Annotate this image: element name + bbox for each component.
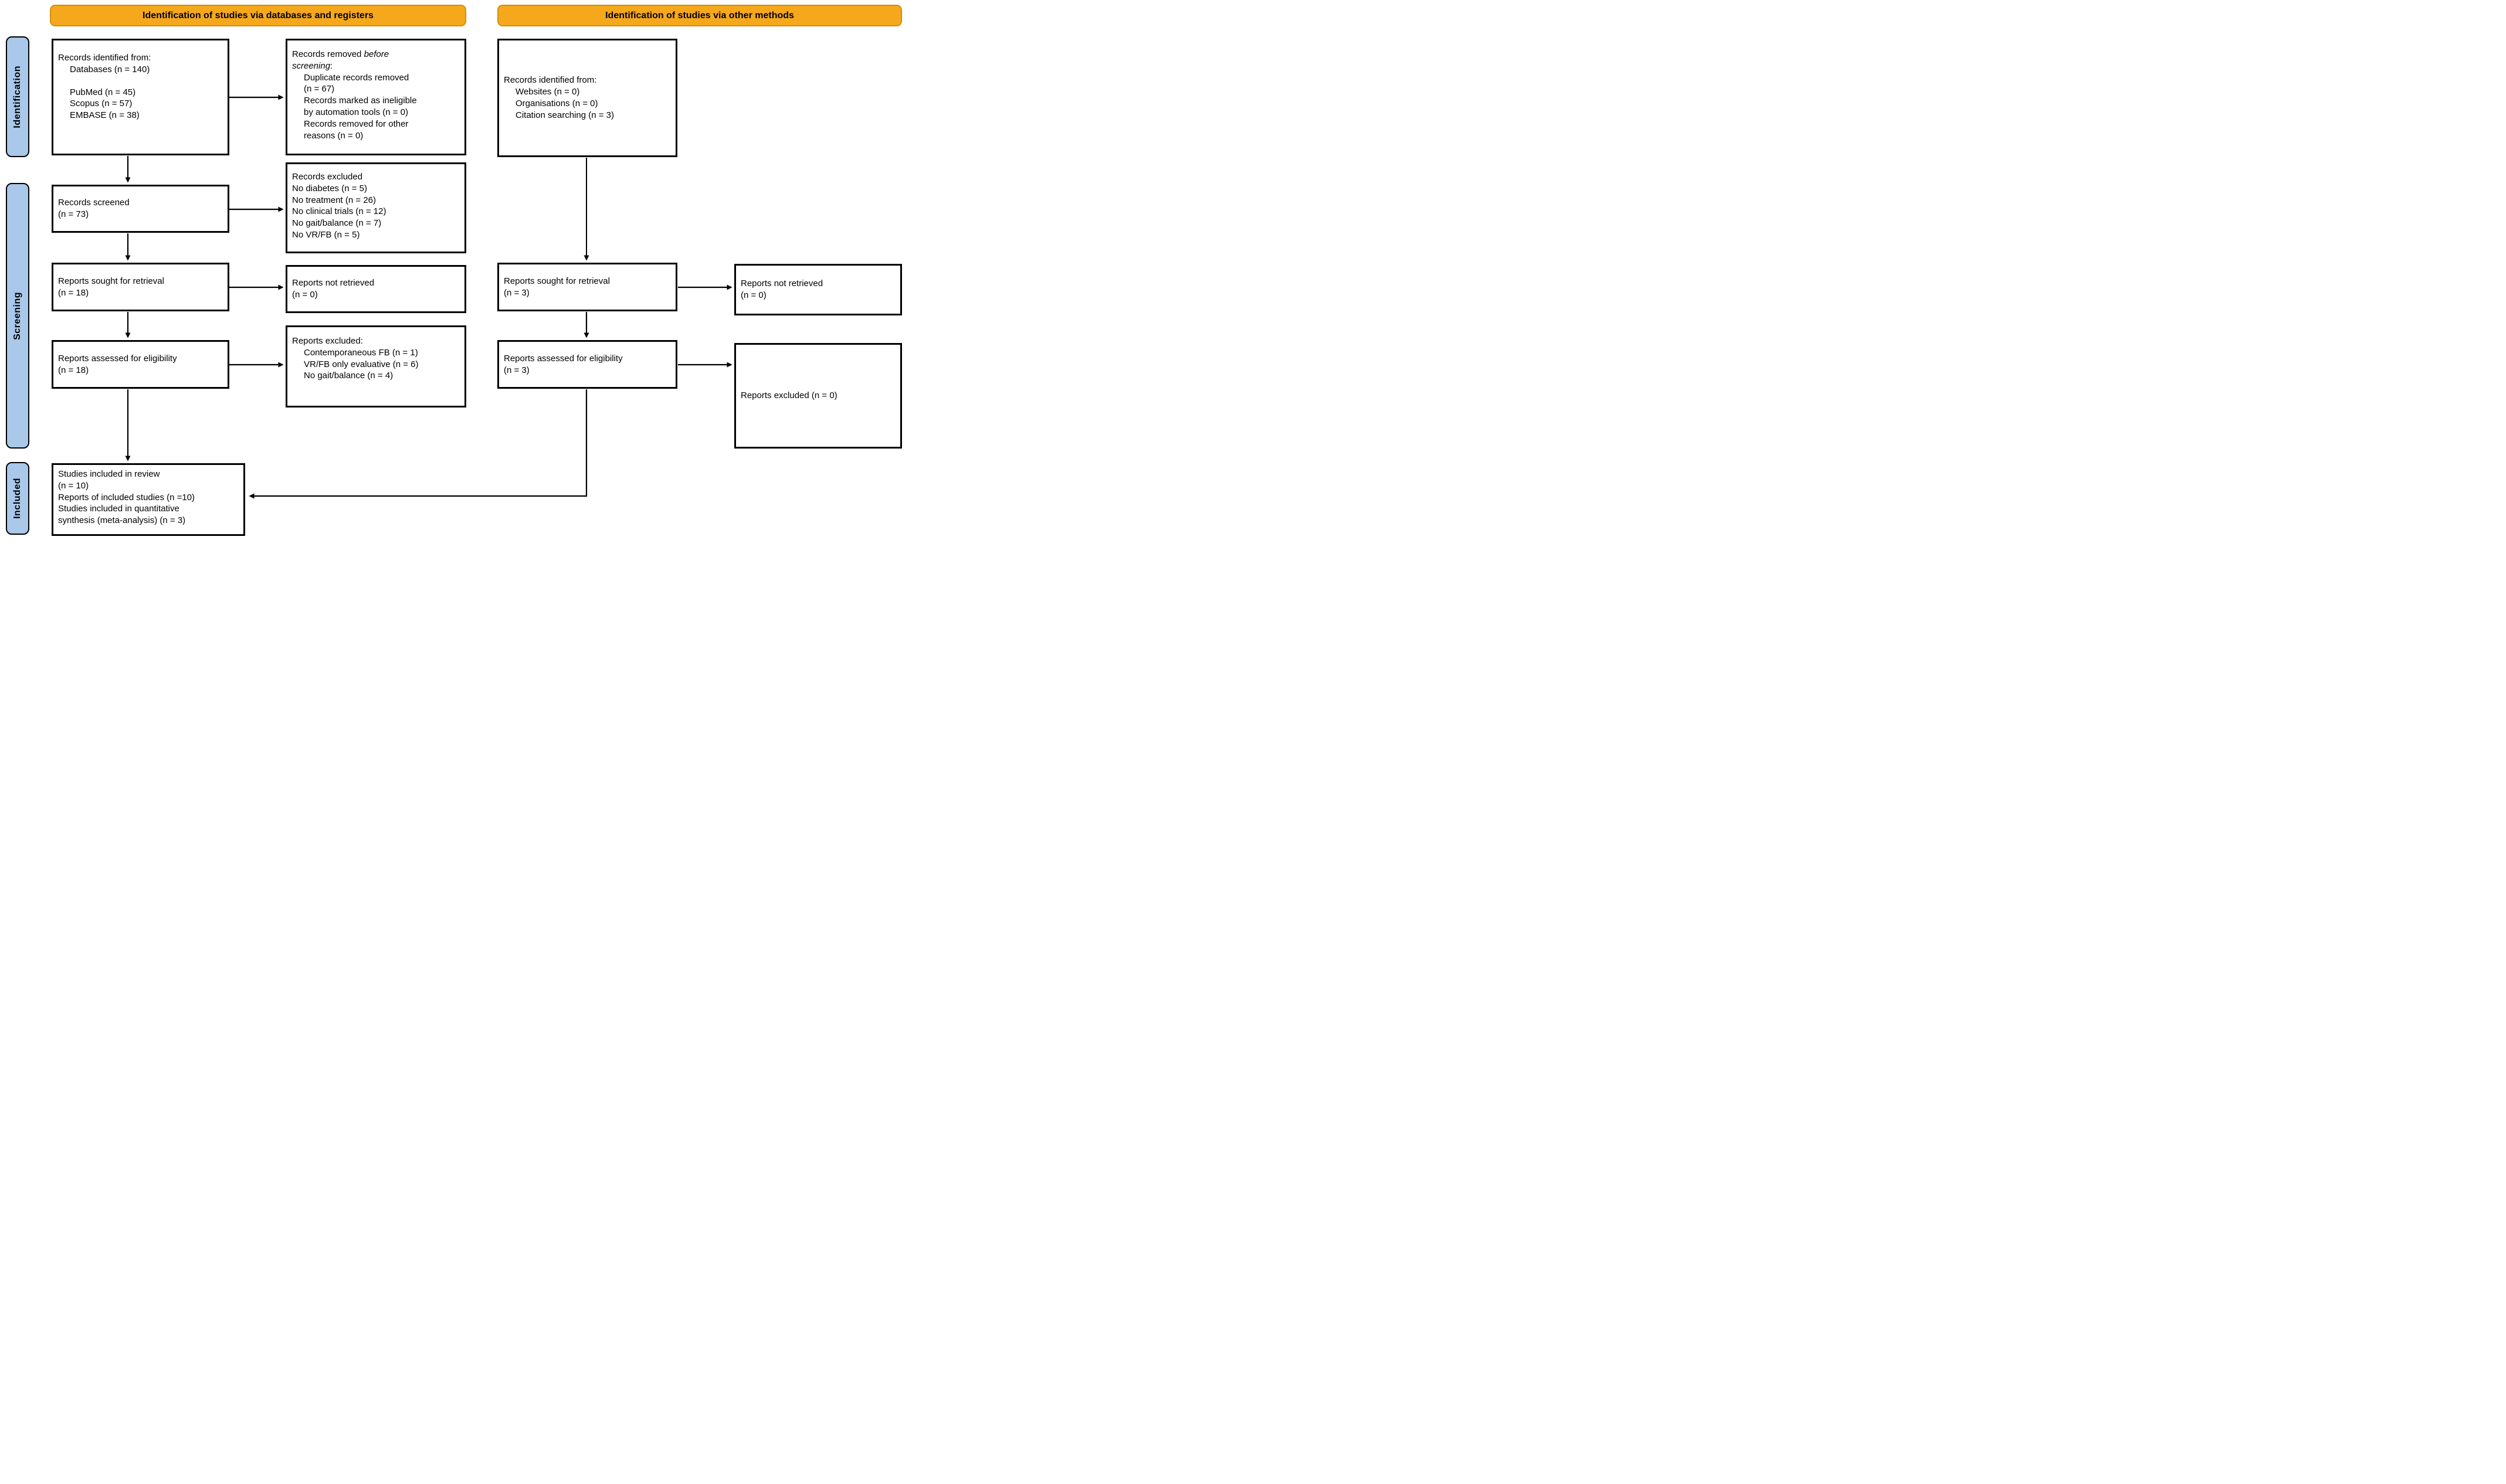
box-reports-not-retrieved-other: Reports not retrieved (n = 0) <box>734 264 902 315</box>
records-removed-title-prefix: Records removed <box>292 49 364 59</box>
reports-sought-line2: (n = 18) <box>58 287 89 298</box>
box-reports-excluded-other: Reports excluded (n = 0) <box>734 343 902 449</box>
records-excluded-line: No VR/FB (n = 5) <box>292 229 360 240</box>
reports-not-retrieved-other-line1: Reports not retrieved <box>741 279 823 289</box>
box-records-excluded: Records excluded No diabetes (n = 5) No … <box>286 162 466 253</box>
box-reports-assessed-other: Reports assessed for eligibility (n = 3) <box>497 340 677 389</box>
records-removed-item: Records removed for other <box>304 118 409 129</box>
sidebar-identification: Identification <box>6 36 29 157</box>
records-removed-item: Duplicate records removed <box>304 72 409 83</box>
records-removed-item: by automation tools (n = 0) <box>304 107 409 117</box>
reports-not-retrieved-other-line2: (n = 0) <box>741 290 767 300</box>
box-reports-excluded-databases: Reports excluded: Contemporaneous FB (n … <box>286 325 466 407</box>
records-excluded-line: Records excluded <box>292 172 363 182</box>
studies-included-line: Reports of included studies (n =10) <box>58 492 195 502</box>
box-records-screened: Records screened (n = 73) <box>52 185 229 233</box>
records-identified-title: Records identified from: <box>58 53 151 63</box>
studies-included-line: (n = 10) <box>58 480 89 491</box>
records-identified-item: Scopus (n = 57) <box>70 99 133 109</box>
records-removed-item: reasons (n = 0) <box>304 130 364 141</box>
sidebar-included-label: Included <box>12 478 22 519</box>
reports-sought-other-line1: Reports sought for retrieval <box>504 276 610 286</box>
records-identified-item: PubMed (n = 45) <box>70 87 136 97</box>
reports-sought-line1: Reports sought for retrieval <box>58 276 164 286</box>
records-excluded-line: No clinical trials (n = 12) <box>292 206 386 217</box>
records-identified-other-item: Websites (n = 0) <box>516 87 580 97</box>
box-reports-not-retrieved-databases: Reports not retrieved (n = 0) <box>286 265 466 313</box>
records-screened-line2: (n = 73) <box>58 209 89 219</box>
studies-included-line: Studies included in review <box>58 469 160 479</box>
records-identified-other-title: Records identified from: <box>504 75 597 86</box>
reports-excluded-title: Reports excluded: <box>292 336 363 346</box>
records-identified-item <box>70 76 223 87</box>
records-removed-item: (n = 67) <box>304 84 335 94</box>
reports-excluded-item: Contemporaneous FB (n = 1) <box>304 347 418 358</box>
box-studies-included: Studies included in review (n = 10) Repo… <box>52 463 245 536</box>
records-removed-title-line1: Records removed before <box>292 49 460 60</box>
sidebar-included: Included <box>6 462 29 535</box>
records-identified-item: EMBASE (n = 38) <box>70 110 140 121</box>
reports-not-retrieved-line1: Reports not retrieved <box>292 278 375 288</box>
box-reports-sought-other: Reports sought for retrieval (n = 3) <box>497 263 677 311</box>
banner-databases-registers-label: Identification of studies via databases … <box>143 10 374 21</box>
reports-sought-other-line2: (n = 3) <box>504 287 530 298</box>
reports-excluded-other-label: Reports excluded (n = 0) <box>741 390 837 401</box>
records-screened-line1: Records screened <box>58 198 130 208</box>
box-reports-sought-databases: Reports sought for retrieval (n = 18) <box>52 263 229 311</box>
records-removed-title-colon: : <box>330 60 333 71</box>
sidebar-identification-label: Identification <box>12 65 22 128</box>
studies-included-line: synthesis (meta-analysis) (n = 3) <box>58 515 186 526</box>
records-removed-title-italic2: screening <box>292 60 331 71</box>
banner-other-methods: Identification of studies via other meth… <box>497 5 902 26</box>
records-identified-item: Databases (n = 140) <box>70 64 150 74</box>
box-reports-assessed-databases: Reports assessed for eligibility (n = 18… <box>52 340 229 389</box>
sidebar-screening-label: Screening <box>12 291 22 340</box>
reports-assessed-other-line1: Reports assessed for eligibility <box>504 353 623 364</box>
records-identified-other-item: Organisations (n = 0) <box>516 99 598 108</box>
reports-assessed-line2: (n = 18) <box>58 365 89 375</box>
prisma-flow-diagram: Identification of studies via databases … <box>0 0 906 536</box>
reports-assessed-other-line2: (n = 3) <box>504 365 530 375</box>
records-removed-title-line2: screening: <box>292 60 460 72</box>
reports-excluded-item: No gait/balance (n = 4) <box>304 371 394 381</box>
reports-not-retrieved-line2: (n = 0) <box>292 290 318 300</box>
records-excluded-line: No treatment (n = 26) <box>292 195 376 205</box>
records-removed-title-italic1: before <box>364 49 389 59</box>
banner-databases-registers: Identification of studies via databases … <box>50 5 466 26</box>
banner-other-methods-label: Identification of studies via other meth… <box>605 10 794 21</box>
records-excluded-line: No gait/balance (n = 7) <box>292 218 382 229</box>
records-removed-item: Records marked as ineligible <box>304 96 417 106</box>
box-records-removed-before-screening: Records removed before screening: Duplic… <box>286 39 466 155</box>
records-identified-other-item: Citation searching (n = 3) <box>516 110 615 120</box>
box-records-identified-other: Records identified from: Websites (n = 0… <box>497 39 677 157</box>
sidebar-screening: Screening <box>6 183 29 449</box>
reports-excluded-item: VR/FB only evaluative (n = 6) <box>304 359 419 369</box>
box-records-identified-databases: Records identified from: Databases (n = … <box>52 39 229 155</box>
reports-assessed-line1: Reports assessed for eligibility <box>58 353 177 364</box>
studies-included-line: Studies included in quantitative <box>58 504 179 514</box>
records-excluded-line: No diabetes (n = 5) <box>292 183 367 193</box>
